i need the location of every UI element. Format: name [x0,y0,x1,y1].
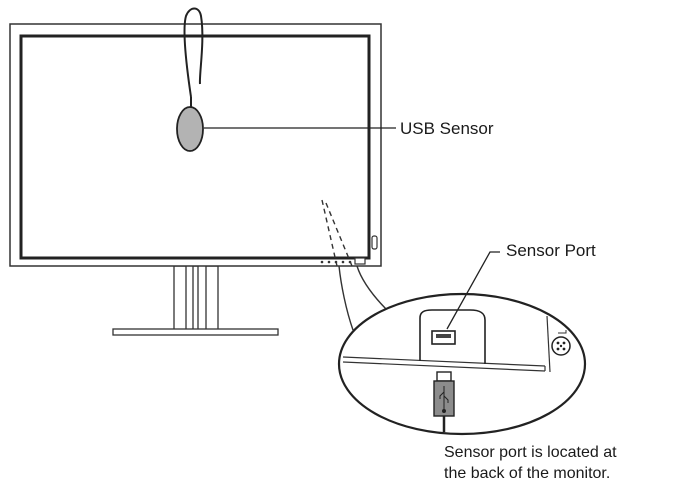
view-lines [321,199,353,267]
usb-plug-tip [436,371,452,382]
usb-logo-icon [439,386,449,413]
sensor-port-location [354,257,366,265]
sensor-port-leader [446,251,500,330]
monitor-stand [112,265,279,336]
sensor-cable [183,7,204,98]
zoom-detail [337,292,587,436]
caption-line-1: Sensor port is located at [444,444,617,461]
sensor-port-label: Sensor Port [506,241,596,260]
usb-sensor-label: USB Sensor [400,119,494,138]
usb-sensor [176,106,204,152]
monitor [9,23,382,267]
caption-line-2: the back of the monitor. [444,465,611,482]
caption: Sensor port is located at the back of th… [444,442,672,484]
